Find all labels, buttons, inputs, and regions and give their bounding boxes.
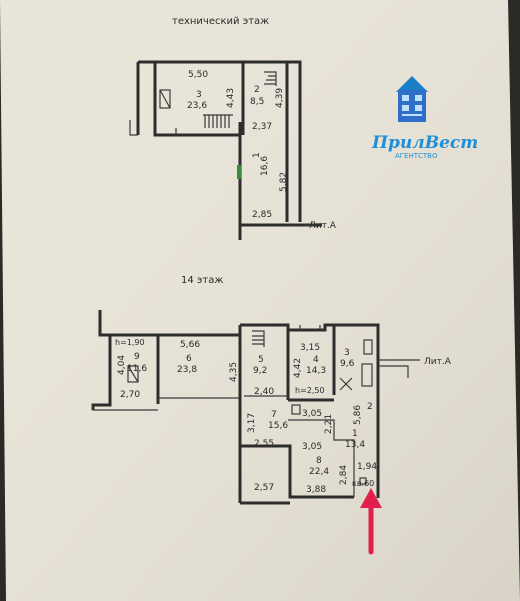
r6-area: 23,8 <box>177 365 197 375</box>
r7-num: 7 <box>271 410 277 420</box>
r1-area: 13,4 <box>345 440 365 450</box>
dim-305a: 3,05 <box>302 409 322 419</box>
tech-room1-area: 16,6 <box>260 156 270 176</box>
r6-num: 6 <box>186 354 192 364</box>
dim-435: 4,35 <box>229 362 239 382</box>
tech-room3-area: 23,6 <box>187 101 207 111</box>
dim-404: 4,04 <box>117 355 127 375</box>
dim-284: 2,84 <box>339 465 349 485</box>
r7-area: 15,6 <box>268 421 288 431</box>
dim-270: 2,70 <box>120 390 140 400</box>
r4-area: 14,3 <box>306 366 326 376</box>
r4-height: h=2,50 <box>295 386 325 395</box>
tech-dim-582: 5,82 <box>279 172 289 192</box>
dim-317: 3,17 <box>247 413 257 433</box>
tech-room2-num: 2 <box>254 85 260 95</box>
tech-dim-285: 2,85 <box>252 210 272 220</box>
tech-dim-237: 2,37 <box>252 122 272 132</box>
stairs-icon <box>252 330 265 347</box>
dim-566: 5,66 <box>180 340 200 350</box>
agency-logo: ПрилВест АГЕНТСТВО <box>371 76 478 160</box>
tech-floor-title: технический этаж <box>172 16 269 27</box>
dim-221: 2,21 <box>324 414 334 434</box>
r3-area: 9,6 <box>340 359 355 369</box>
r9-height: h=1,90 <box>115 338 145 347</box>
tech-dim-443: 4,43 <box>226 88 236 108</box>
tech-room3-num: 3 <box>196 90 202 100</box>
r8-area: 22,4 <box>309 467 329 477</box>
dim-586: 5,86 <box>353 405 363 425</box>
r1-num: 1 <box>352 429 358 439</box>
r9-area: 11,6 <box>127 364 147 374</box>
floor14-plan: Лит.А h=1,90 9 11,6 4,04 2,70 5,66 6 23,… <box>91 310 452 505</box>
r5-area: 9,2 <box>253 366 267 376</box>
floor14-lit-a: Лит.А <box>424 357 452 367</box>
r2-num: 2 <box>367 402 373 412</box>
dim-315: 3,15 <box>300 343 320 353</box>
logo-sub: АГЕНТСТВО <box>395 152 438 160</box>
r5-num: 5 <box>258 355 264 365</box>
tech-dim-439: 4,39 <box>275 88 285 108</box>
r8-num: 8 <box>316 456 322 466</box>
kv-label: кв.60 <box>352 479 374 488</box>
tech-floor-plan: Лит.А 5,50 3 23,6 4,43 2 8,5 4,39 2,37 1… <box>129 60 337 240</box>
dim-255: 2,55 <box>254 439 274 449</box>
dim-388: 3,88 <box>306 485 326 495</box>
tech-lit-a: Лит.А <box>309 221 337 231</box>
dim-305b: 3,05 <box>302 442 322 452</box>
dim-194: 1,94 <box>357 462 377 472</box>
r4-num: 4 <box>313 355 319 365</box>
logo-name: ПрилВест <box>371 133 478 153</box>
tech-room1-num: 1 <box>252 152 262 158</box>
tech-dim-550: 5,50 <box>188 70 208 80</box>
stairs-icon <box>203 71 277 128</box>
r3-num: 3 <box>344 348 350 358</box>
r9-num: 9 <box>134 352 140 362</box>
tech-room2-area: 8,5 <box>250 97 264 107</box>
floor14-title: 14 этаж <box>181 275 223 286</box>
dim-240: 2,40 <box>254 387 274 397</box>
pointer-arrow-icon <box>360 488 382 555</box>
dim-442: 4,42 <box>293 358 303 378</box>
dim-257: 2,57 <box>254 483 274 493</box>
